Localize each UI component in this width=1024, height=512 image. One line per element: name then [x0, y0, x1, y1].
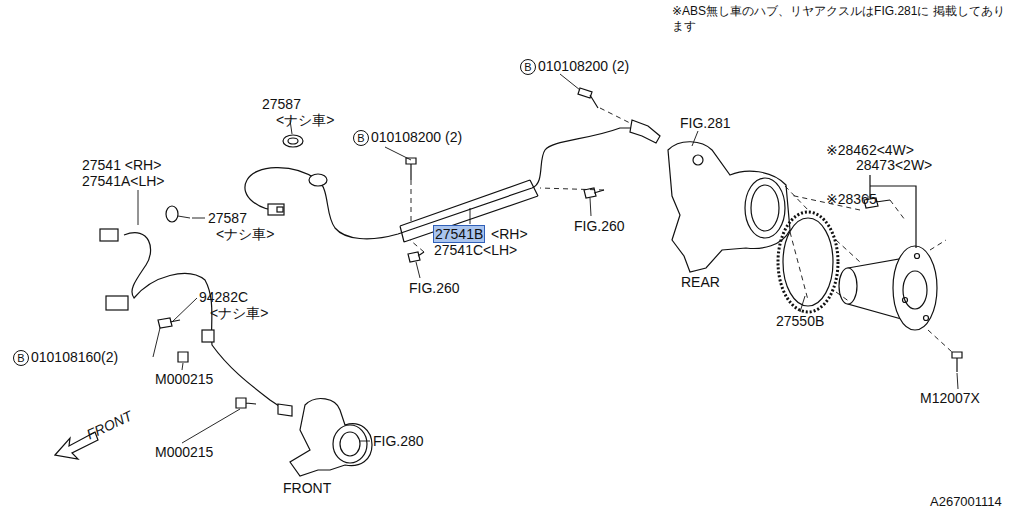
bolt-code-marker: B: [353, 130, 369, 146]
bolt: [578, 88, 598, 108]
position-label: REAR: [681, 274, 720, 290]
screw: [952, 352, 962, 372]
part-number: 010108200 (2): [538, 58, 629, 74]
stud-hole: [903, 298, 908, 303]
connector: [268, 204, 284, 215]
rear-sensor-cable: [245, 128, 636, 239]
group-bracket: [870, 175, 916, 248]
hub-flange: [893, 246, 937, 330]
part-number: 010108160(2): [31, 349, 118, 365]
figure-number: A267001114: [930, 494, 1002, 510]
grommet: [309, 174, 327, 186]
part-number: ※28365: [826, 191, 877, 207]
bolt-code-marker: B: [520, 59, 536, 75]
part-number: 27541 <RH>: [82, 157, 161, 173]
variant-note: <ナシ車>: [276, 112, 334, 128]
bolt: [408, 252, 424, 262]
part-number: 27550B: [776, 313, 824, 329]
figure-ref: FIG.281: [680, 115, 731, 131]
bolt-code-marker: B: [13, 350, 29, 366]
hub-end: [839, 268, 857, 304]
bolt: [236, 398, 256, 408]
grommet-hole: [288, 138, 298, 144]
harness-bracket: [400, 180, 538, 242]
part-number: 28473<2W>: [856, 157, 932, 173]
position-label: FRONT: [283, 480, 331, 496]
part-number: 010108200 (2): [371, 129, 462, 145]
sensor-hole: [693, 155, 703, 165]
part-number: M12007X: [920, 390, 980, 406]
hub-bore: [745, 178, 785, 238]
part-number: 94282C: [199, 289, 248, 305]
bolt: [178, 352, 188, 362]
cable-clip: [202, 330, 214, 342]
part-number: 27541C<LH>: [434, 242, 517, 258]
front-sensor: [278, 404, 292, 416]
figure-ref: FIG.280: [373, 433, 424, 449]
variant-note: <ナシ車>: [210, 305, 268, 321]
side-note: <RH>: [491, 226, 528, 242]
direction-label: FRONT: [84, 408, 134, 443]
tone-ring: [783, 218, 833, 306]
connector-pin: [277, 207, 283, 212]
front-hub: [333, 425, 367, 463]
bolt: [158, 318, 180, 328]
part-number: M000215: [155, 444, 213, 460]
stud-hole: [915, 254, 920, 259]
connector: [100, 229, 118, 241]
part-number: 27587: [262, 96, 301, 112]
variant-note: <ナシ車>: [216, 226, 274, 242]
rear-sensor: [630, 120, 660, 143]
front-hub-inner: [340, 432, 360, 456]
part-number: ※28462<4W>: [826, 142, 914, 158]
part-number: 27587: [208, 210, 247, 226]
hub-bore-inner: [751, 185, 779, 231]
figure-ref: FIG.260: [574, 218, 625, 234]
front-knuckle: [290, 399, 372, 476]
grommet: [283, 135, 303, 147]
cable-bracket: [106, 296, 128, 310]
part-number-highlighted: 27541B: [434, 226, 484, 242]
stud-hole: [924, 316, 929, 321]
rear-knuckle: [668, 142, 790, 272]
tone-ring-teeth: [778, 212, 838, 312]
bolt: [406, 158, 416, 180]
part-number: 27541A<LH>: [82, 173, 165, 189]
part-number: M000215: [155, 371, 213, 387]
grommet: [166, 206, 178, 222]
front-sensor-cable: [124, 233, 285, 410]
hub-bore: [903, 271, 927, 309]
note: ※ABS無し車のハブ、リヤアクスルはFIG.281に 掲載してあります: [672, 4, 1012, 34]
figure-ref: FIG.260: [409, 280, 460, 296]
